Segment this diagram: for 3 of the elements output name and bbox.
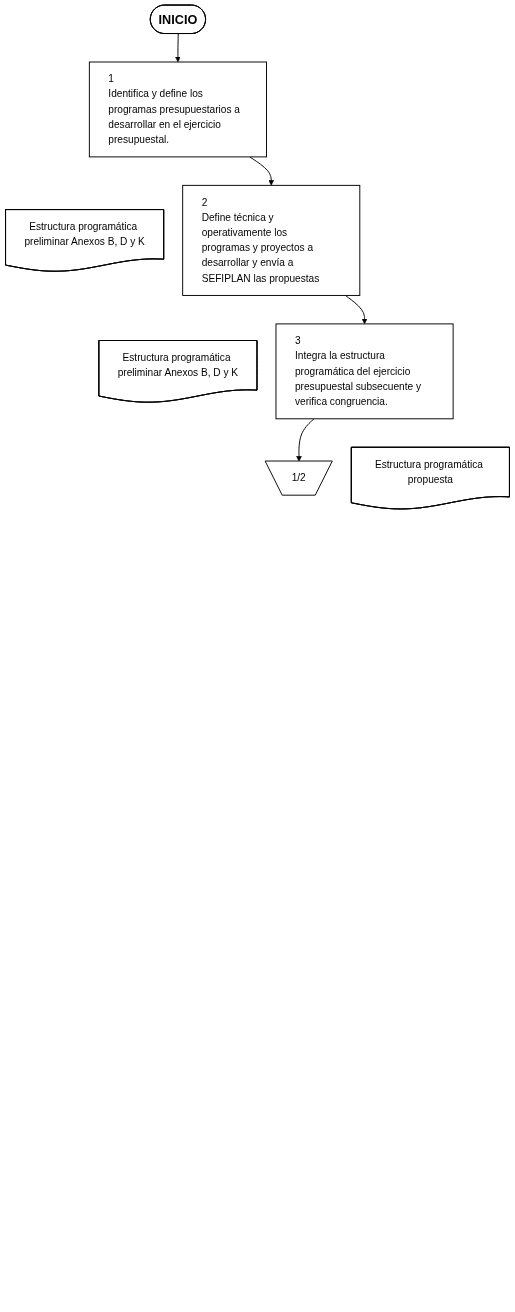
node-box: 3 Integra la estructura programática del ejercicio presupuestal subsecuente y verifica congruencia.	[275, 323, 454, 420]
node-box: 1 Identifica y define los programas presupuestarios a desarrollar en el ejercicio presupuestal.	[88, 61, 267, 158]
node-box: 2 Define técnica y operativamente los programas y proyectos a desarrollar y envía a SEFIPLAN las propuestas	[182, 184, 361, 296]
